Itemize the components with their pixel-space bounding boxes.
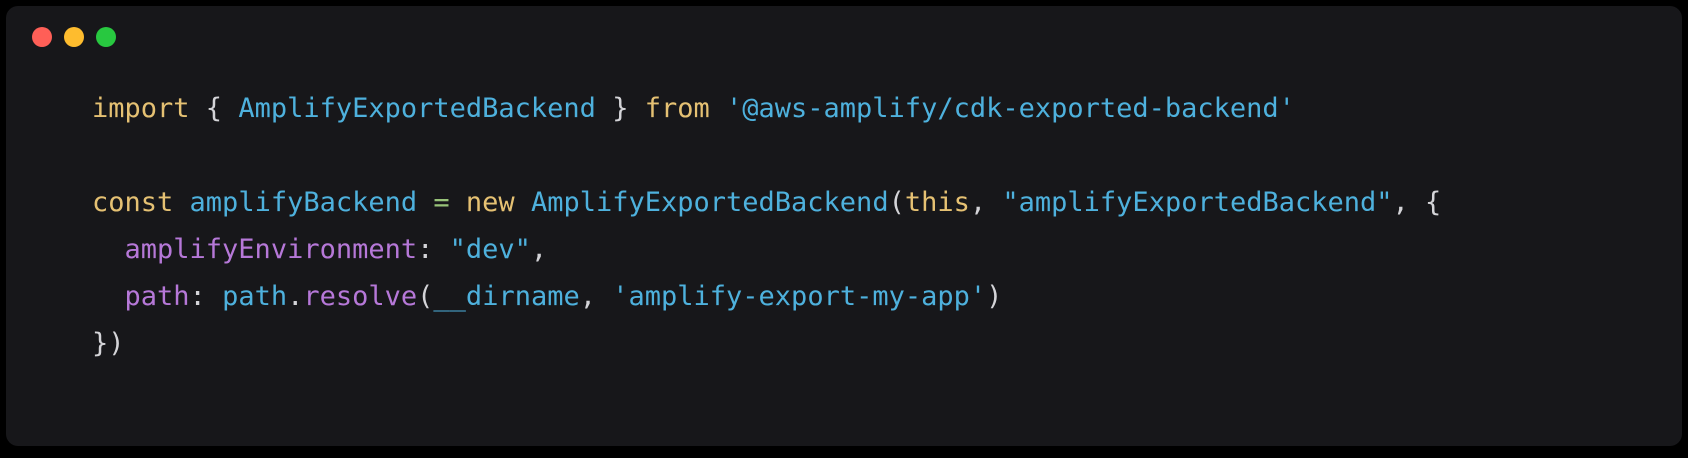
token-identifier: amplifyBackend: [189, 187, 418, 218]
token-punctuation: ,: [530, 234, 548, 265]
token-identifier: path: [222, 281, 288, 312]
token-punctuation: :: [417, 234, 450, 265]
token-punctuation: }): [92, 328, 125, 359]
code-snippet: import { AmplifyExportedBackend } from '…: [92, 85, 1682, 367]
code-line: path: path.resolve(__dirname, 'amplify-e…: [92, 273, 1682, 320]
token-punctuation: }: [595, 93, 645, 124]
token-keyword: const: [92, 187, 190, 218]
token-punctuation: {: [205, 93, 239, 124]
token-method: resolve: [303, 281, 418, 312]
token-punctuation: [92, 234, 125, 265]
token-identifier: __dirname: [433, 281, 580, 312]
token-punctuation: ,: [969, 187, 1003, 218]
code-line: }): [92, 320, 1682, 367]
token-punctuation: :: [189, 281, 223, 312]
token-identifier: AmplifyExportedBackend: [530, 187, 889, 218]
token-punctuation: ): [986, 281, 1003, 312]
token-string: "dev": [449, 234, 531, 265]
token-operator: =: [433, 187, 450, 218]
token-property: path: [124, 281, 190, 312]
token-string: '@aws-amplify/cdk-exported-backend': [726, 93, 1295, 124]
token-punctuation: (: [417, 281, 434, 312]
minimize-button[interactable]: [64, 27, 84, 47]
token-string: 'amplify-export-my-app': [612, 281, 987, 312]
token-punctuation: .: [287, 281, 304, 312]
token-keyword: import: [92, 93, 206, 124]
token-keyword: from: [644, 93, 726, 124]
code-line: [92, 132, 1682, 179]
close-button[interactable]: [32, 27, 52, 47]
token-keyword: new: [465, 187, 531, 218]
token-punctuation: ,: [579, 281, 613, 312]
code-window: import { AmplifyExportedBackend } from '…: [6, 6, 1682, 446]
token-keyword: this: [904, 187, 970, 218]
token-punctuation: [417, 187, 433, 218]
token-identifier: AmplifyExportedBackend: [238, 93, 596, 124]
code-line: import { AmplifyExportedBackend } from '…: [92, 85, 1682, 132]
token-property: amplifyEnvironment: [124, 234, 418, 265]
token-string: "amplifyExportedBackend": [1002, 187, 1393, 218]
token-punctuation: [450, 187, 466, 218]
zoom-button[interactable]: [96, 27, 116, 47]
token-punctuation: [92, 281, 125, 312]
code-line: amplifyEnvironment: "dev",: [92, 226, 1682, 273]
code-line: const amplifyBackend = new AmplifyExport…: [92, 179, 1682, 226]
token-punctuation: , {: [1392, 187, 1442, 218]
window-controls: [6, 6, 1682, 47]
token-punctuation: (: [888, 187, 905, 218]
